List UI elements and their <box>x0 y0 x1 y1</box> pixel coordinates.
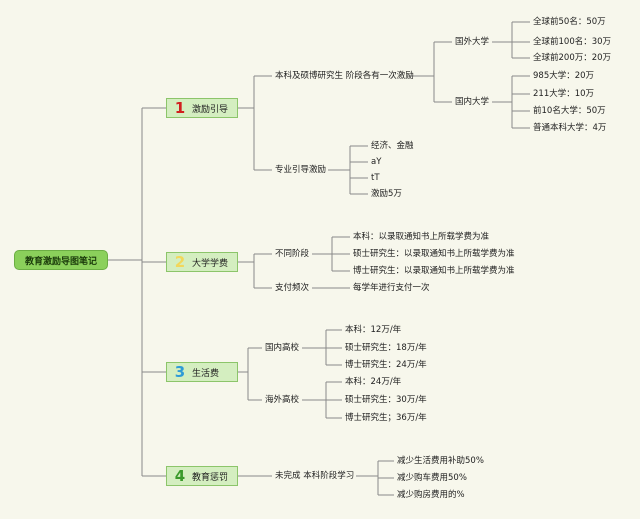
connector <box>356 460 394 496</box>
branch-label-1: 激励引导 <box>192 104 229 115</box>
leaf[interactable]: 博士研究生：以录取通知书上所载学费为准 <box>353 266 515 276</box>
node-4-1[interactable]: 未完成 本科阶段学习 <box>275 471 355 481</box>
connector <box>238 253 272 289</box>
leaf[interactable]: aY <box>371 157 382 167</box>
leaf[interactable]: 本科：12万/年 <box>345 325 402 335</box>
leaf[interactable]: 985大学：20万 <box>533 71 595 81</box>
node-1-1-1[interactable]: 国外大学 <box>455 37 490 47</box>
leaf[interactable]: 本科：24万/年 <box>345 377 402 387</box>
branch-label-3: 生活费 <box>192 368 220 379</box>
root-node[interactable]: 教育激励导图笔记 <box>14 250 108 270</box>
leaf[interactable]: 经济、金融 <box>371 141 414 151</box>
leaf[interactable]: 全球前200万：20万 <box>533 53 612 63</box>
branch-number-2: 2 <box>174 253 186 271</box>
leaf[interactable]: 减少购房费用的% <box>397 490 465 500</box>
node-3-2[interactable]: 海外高校 <box>265 395 300 405</box>
node-2-1[interactable]: 不同阶段 <box>275 249 310 259</box>
leaf[interactable]: 硕士研究生：以录取通知书上所载学费为准 <box>353 249 515 259</box>
branch-number-1: 1 <box>174 99 186 117</box>
connector <box>328 145 368 195</box>
branch-node-3[interactable]: 3 生活费 <box>166 362 238 382</box>
branch-node-1[interactable]: 1 激励引导 <box>166 98 238 118</box>
branch-label-4: 教育惩罚 <box>192 472 229 483</box>
connector <box>238 75 272 171</box>
leaf[interactable]: 普通本科大学：4万 <box>533 123 607 133</box>
root-label: 教育激励导图笔记 <box>24 256 97 267</box>
leaf[interactable]: 211大学：10万 <box>533 89 595 99</box>
connector <box>302 329 342 366</box>
connector <box>408 41 452 103</box>
connector <box>492 75 530 129</box>
connector <box>302 381 342 419</box>
leaf[interactable]: 博士研究生；36万/年 <box>345 413 427 423</box>
leaf[interactable]: 硕士研究生：18万/年 <box>345 343 427 353</box>
node-1-1[interactable]: 本科及硕博研究生 阶段各有一次激励 <box>275 71 414 81</box>
node-2-2[interactable]: 支付频次 <box>275 283 310 293</box>
leaf[interactable]: 硕士研究生：30万/年 <box>345 395 427 405</box>
branch-number-4: 4 <box>174 467 186 485</box>
branch-node-4[interactable]: 4 教育惩罚 <box>166 466 238 486</box>
leaf[interactable]: 前10名大学：50万 <box>533 106 606 116</box>
leaf[interactable]: 激励5万 <box>371 189 402 199</box>
leaf[interactable]: 博士研究生：24万/年 <box>345 360 427 370</box>
connector <box>238 347 262 401</box>
connector <box>312 236 350 272</box>
branch-label-2: 大学学费 <box>192 258 229 269</box>
connector <box>492 21 530 59</box>
leaf[interactable]: 每学年进行支付一次 <box>353 283 430 293</box>
leaf[interactable]: 本科：以录取通知书上所载学费为准 <box>353 232 490 242</box>
leaf[interactable]: 减少生活费用补助50% <box>397 456 484 466</box>
branch-number-3: 3 <box>174 363 186 381</box>
node-1-1-2[interactable]: 国内大学 <box>455 97 490 107</box>
leaf[interactable]: 全球前50名：50万 <box>533 17 606 27</box>
leaf[interactable]: 减少购车费用50% <box>397 473 467 483</box>
leaf[interactable]: tT <box>371 173 380 183</box>
node-3-1[interactable]: 国内高校 <box>265 343 300 353</box>
node-1-2[interactable]: 专业引导激励 <box>275 165 327 175</box>
leaf[interactable]: 全球前100名：30万 <box>533 37 612 47</box>
branch-node-2[interactable]: 2 大学学费 <box>166 252 238 272</box>
